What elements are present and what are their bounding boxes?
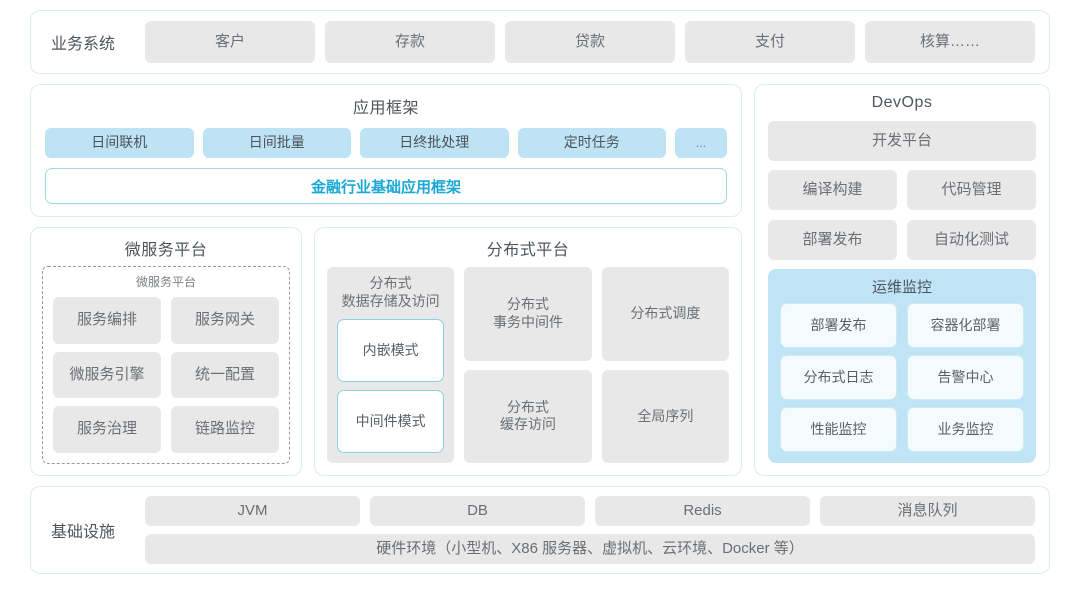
ops-item-alert-center[interactable]: 告警中心 — [907, 355, 1024, 400]
application-framework-chip-row: 日间联机 日间批量 日终批处理 定时任务 ... — [45, 128, 727, 158]
infra-item-message-queue[interactable]: 消息队列 — [820, 496, 1035, 526]
left-column: 应用框架 日间联机 日间批量 日终批处理 定时任务 ... 金融行业基础应用框架… — [30, 84, 742, 476]
infrastructure-panel: 基础设施 JVM DB Redis 消息队列 硬件环境（小型机、X86 服务器、… — [30, 486, 1050, 574]
business-item-accounting[interactable]: 核算…… — [865, 21, 1035, 63]
devops-item-automated-testing[interactable]: 自动化测试 — [907, 220, 1036, 260]
devops-item-dev-platform[interactable]: 开发平台 — [768, 121, 1036, 161]
dist-mode-middleware[interactable]: 中间件模式 — [337, 390, 445, 453]
dist-cell2-line1: 分布式 — [506, 398, 549, 415]
ms-item-service-orchestration[interactable]: 服务编排 — [53, 297, 161, 344]
application-framework-title: 应用框架 — [352, 100, 419, 117]
distributed-item-grid: 分布式 数据存储及访问 内嵌模式 中间件模式 分布式 事务中间件 — [327, 267, 729, 463]
business-systems-panel: 业务系统 客户 存款 贷款 支付 核算…… — [30, 10, 1050, 74]
appfw-chip-eod-batch[interactable]: 日终批处理 — [360, 128, 509, 158]
dist-mode-embedded[interactable]: 内嵌模式 — [337, 319, 445, 382]
infrastructure-item-row: JVM DB Redis 消息队列 — [145, 496, 1035, 526]
devops-item-deploy-release[interactable]: 部署发布 — [768, 220, 897, 260]
platform-row: 微服务平台 微服务平台 服务编排 服务网关 微服务引擎 统一配置 服务治理 链路… — [30, 227, 742, 476]
dist-cell0-line1: 分布式 — [506, 296, 549, 313]
ms-item-link-monitoring[interactable]: 链路监控 — [171, 406, 279, 453]
dist-item-transaction-middleware[interactable]: 分布式 事务中间件 — [464, 267, 592, 361]
devops-panel: DevOps 开发平台 编译构建 代码管理 部署发布 自动化测试 运维监控 部署… — [754, 84, 1050, 476]
dist-item-cache-access-text: 分布式 缓存访问 — [500, 399, 556, 434]
dist-item-scheduling[interactable]: 分布式调度 — [601, 267, 729, 361]
devops-item-grid: 编译构建 代码管理 部署发布 自动化测试 — [768, 170, 1036, 260]
business-item-deposit[interactable]: 存款 — [325, 21, 495, 63]
infra-item-hardware-environment[interactable]: 硬件环境（小型机、X86 服务器、虚拟机、云环境、Docker 等） — [145, 534, 1035, 564]
ops-monitoring-panel: 运维监控 部署发布 容器化部署 分布式日志 告警中心 性能监控 业务监控 — [768, 269, 1036, 463]
ms-item-service-gateway[interactable]: 服务网关 — [171, 297, 279, 344]
distributed-platform-title: 分布式平台 — [486, 242, 570, 259]
appfw-chip-daytime-batch[interactable]: 日间批量 — [202, 128, 351, 158]
distributed-platform-panel: 分布式平台 分布式 数据存储及访问 内嵌模式 中间件模式 — [314, 227, 742, 476]
dist-cell0-line2: 事务中间件 — [492, 313, 563, 330]
ops-item-business-monitoring[interactable]: 业务监控 — [907, 407, 1024, 452]
microservice-item-grid: 服务编排 服务网关 微服务引擎 统一配置 服务治理 链路监控 — [53, 297, 279, 453]
business-item-customer[interactable]: 客户 — [145, 21, 315, 63]
ops-item-deploy-release[interactable]: 部署发布 — [780, 303, 897, 348]
dist-data-storage-title: 分布式 数据存储及访问 — [337, 275, 444, 311]
ops-monitoring-grid: 部署发布 容器化部署 分布式日志 告警中心 性能监控 业务监控 — [780, 303, 1024, 452]
devops-item-compile-build[interactable]: 编译构建 — [768, 170, 897, 210]
dist-data-storage-title-line1: 分布式 — [369, 275, 412, 291]
ops-item-performance-monitoring[interactable]: 性能监控 — [780, 407, 897, 452]
infra-item-redis[interactable]: Redis — [595, 496, 810, 526]
infrastructure-stack: JVM DB Redis 消息队列 硬件环境（小型机、X86 服务器、虚拟机、云… — [145, 496, 1035, 564]
dist-cell2-line2: 缓存访问 — [499, 416, 556, 433]
business-item-payment[interactable]: 支付 — [685, 21, 855, 63]
microservice-inner-label: 微服务平台 — [135, 275, 196, 289]
dist-item-cache-access[interactable]: 分布式 缓存访问 — [464, 369, 592, 463]
microservice-platform-panel: 微服务平台 微服务平台 服务编排 服务网关 微服务引擎 统一配置 服务治理 链路… — [30, 227, 302, 476]
infrastructure-label: 基础设施 — [50, 524, 115, 541]
ms-item-service-governance[interactable]: 服务治理 — [53, 406, 161, 453]
dist-item-transaction-middleware-text: 分布式 事务中间件 — [493, 296, 563, 331]
financial-base-framework-bar[interactable]: 金融行业基础应用框架 — [45, 168, 727, 204]
devops-title: DevOps — [871, 94, 933, 111]
dist-item-global-sequence[interactable]: 全局序列 — [601, 369, 729, 463]
microservice-inner-dashed-box: 微服务平台 服务编排 服务网关 微服务引擎 统一配置 服务治理 链路监控 — [42, 266, 290, 464]
microservice-platform-title: 微服务平台 — [124, 242, 208, 259]
devops-item-code-management[interactable]: 代码管理 — [907, 170, 1036, 210]
middle-zone: 应用框架 日间联机 日间批量 日终批处理 定时任务 ... 金融行业基础应用框架… — [30, 84, 1050, 476]
appfw-chip-daytime-online[interactable]: 日间联机 — [45, 128, 194, 158]
ops-monitoring-title: 运维监控 — [871, 279, 932, 296]
appfw-chip-more[interactable]: ... — [675, 128, 727, 158]
ms-item-unified-config[interactable]: 统一配置 — [171, 351, 279, 399]
ms-item-microservice-engine[interactable]: 微服务引擎 — [53, 351, 161, 399]
business-systems-label: 业务系统 — [50, 36, 115, 53]
infra-item-jvm[interactable]: JVM — [145, 496, 360, 526]
devops-column: DevOps 开发平台 编译构建 代码管理 部署发布 自动化测试 运维监控 部署… — [754, 84, 1050, 476]
application-framework-panel: 应用框架 日间联机 日间批量 日终批处理 定时任务 ... 金融行业基础应用框架 — [30, 84, 742, 217]
dist-data-storage-group: 分布式 数据存储及访问 内嵌模式 中间件模式 — [327, 267, 455, 463]
appfw-chip-scheduled-task[interactable]: 定时任务 — [517, 128, 666, 158]
ops-item-containerized-deploy[interactable]: 容器化部署 — [907, 303, 1024, 348]
ops-item-distributed-logs[interactable]: 分布式日志 — [780, 355, 897, 400]
infra-item-db[interactable]: DB — [370, 496, 585, 526]
dist-data-storage-title-line2: 数据存储及访问 — [341, 292, 440, 309]
business-item-loan[interactable]: 贷款 — [505, 21, 675, 63]
